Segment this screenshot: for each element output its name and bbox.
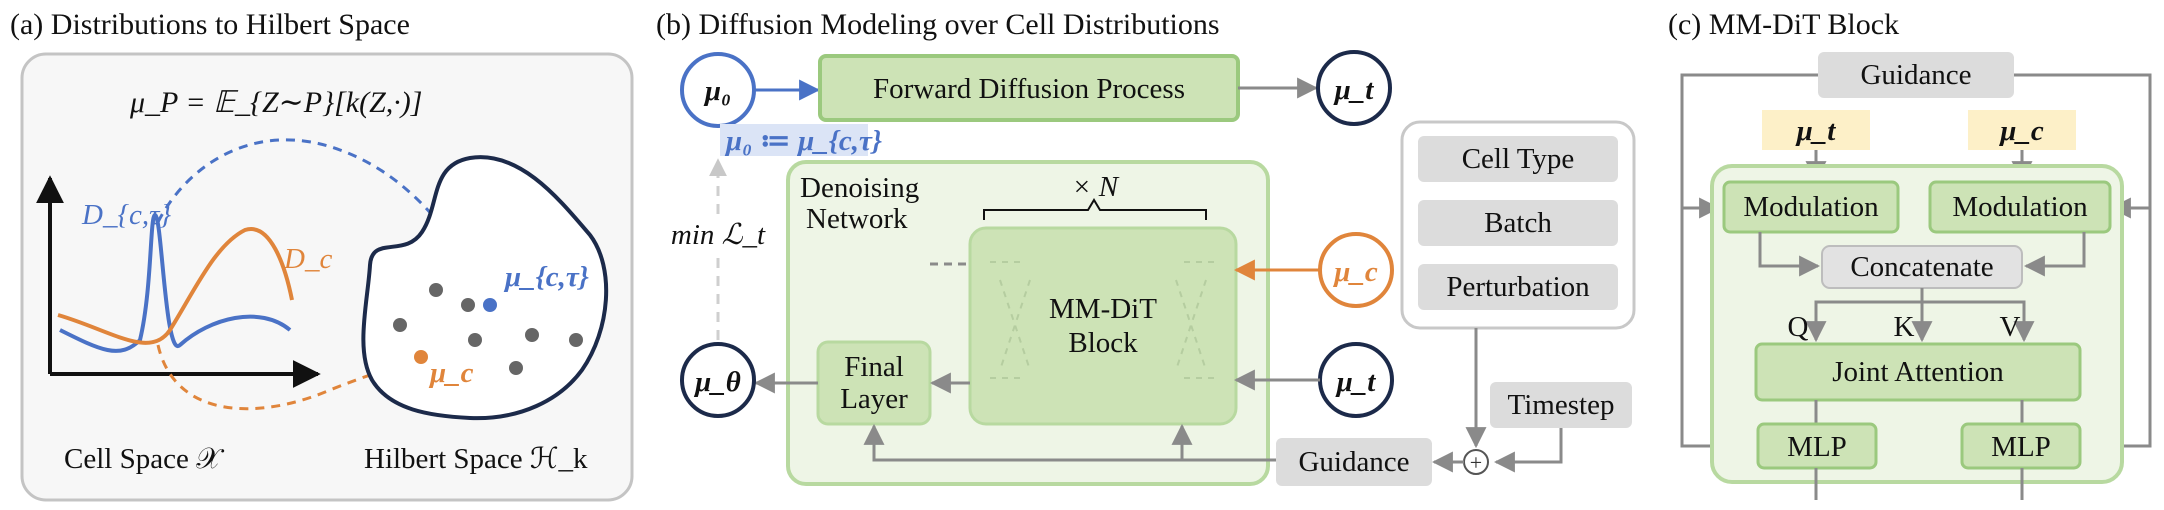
point-mu-c (414, 350, 428, 364)
curve-d-c-tau (59, 212, 292, 353)
cond-batch-box (1418, 200, 1618, 246)
guidance-box-c (1818, 52, 2014, 98)
concatenate-label: Concatenate (1850, 251, 1993, 283)
map-arrow-blue (156, 138, 485, 298)
node-mut-top-label: μ_t (1333, 74, 1375, 106)
hilbert-space-label: Hilbert Space ℋ_k (364, 443, 588, 475)
input-mu-c: μ_c (1998, 115, 2044, 147)
mmdit-label-2: Block (1068, 327, 1138, 359)
label-k: K (1894, 311, 1915, 343)
forward-diffusion-label: Forward Diffusion Process (873, 73, 1185, 105)
cell-space-label: Cell Space 𝒳 (64, 443, 225, 475)
joint-attention-label: Joint Attention (1832, 356, 2004, 388)
node-mu0-label: μ₀ (703, 75, 731, 107)
node-mu-c-label: μ_c (1332, 256, 1378, 288)
label-d-c-tau: D_{c,τ} (81, 199, 172, 231)
label-q: Q (1788, 311, 1809, 343)
cond-batch: Batch (1484, 207, 1552, 239)
final-layer-label-1: Final (844, 351, 904, 383)
node-mut-top (1316, 50, 1392, 126)
label-d-c: D_c (283, 243, 332, 275)
node-mu-theta (680, 342, 756, 418)
loss-label: min ℒ_t (671, 219, 766, 251)
input-mu-t: μ_t (1795, 115, 1837, 147)
denoising-label-2: Network (806, 203, 908, 235)
label-v: V (2000, 311, 2021, 343)
modulation-left-box (1722, 180, 1900, 234)
guidance-label-b: Guidance (1298, 446, 1409, 478)
timestep-box (1490, 382, 1632, 428)
arrow-modr-concat (2023, 232, 2086, 277)
repeat-brace (983, 198, 1207, 220)
joint-attention-box (1754, 342, 2082, 402)
plus-label: + (1470, 450, 1482, 475)
kme-formula: μ_P = 𝔼_{Z∼P}[k(Z,·)] (129, 86, 422, 119)
repeat-label: × N (1072, 171, 1120, 203)
final-layer-label-2: Layer (840, 383, 908, 415)
guidance-label-c: Guidance (1860, 59, 1971, 91)
denoising-label-1: Denoising (800, 172, 919, 204)
mlp-right: MLP (1991, 431, 2051, 463)
timestep-label: Timestep (1508, 389, 1615, 421)
node-mu-t-label: μ_t (1335, 366, 1377, 398)
guidance-box-b (1276, 438, 1432, 486)
arrow-timestep-plus (1493, 428, 1563, 473)
point-mu-c-tau (483, 298, 497, 312)
panel-a-title: (a) Distributions to Hilbert Space (10, 8, 410, 41)
modulation-right-box (1928, 180, 2112, 234)
input-mu-t-box (1762, 110, 1870, 150)
node-mu-theta-label: μ_θ (693, 366, 741, 398)
modulation-left: Modulation (1743, 191, 1879, 223)
mmdit-label-1: MM-DiT (1049, 293, 1157, 325)
modulation-right: Modulation (1952, 191, 2088, 223)
mlp-left: MLP (1787, 431, 1847, 463)
map-arrow-orange (156, 344, 421, 411)
cond-cell-type: Cell Type (1462, 143, 1575, 175)
cond-perturbation-box (1418, 264, 1618, 310)
input-mu-c-box (1968, 110, 2076, 150)
curve-d-c (57, 227, 294, 345)
loss-bg (668, 214, 768, 254)
mmdit-block (968, 226, 1238, 426)
panel-c-title: (c) MM-DiT Block (1668, 8, 1899, 41)
panel-b-title: (b) Diffusion Modeling over Cell Distrib… (656, 8, 1220, 41)
mu0-definition: μ₀ ≔ μ_{c,τ} (724, 125, 882, 157)
arrow-v (1922, 300, 2035, 343)
mmdit-block-internals (990, 261, 1216, 379)
mu0-definition-badge (720, 124, 868, 156)
cond-cell-type-box (1418, 136, 1618, 182)
arrow-guidance-final (863, 423, 1276, 462)
label-mu-c: μ_c (428, 357, 474, 389)
cond-perturbation: Perturbation (1446, 271, 1590, 303)
embedding-points (393, 283, 583, 375)
label-mu-c-tau: μ_{c,τ} (503, 261, 589, 293)
arrow-modl-concat (1758, 232, 1821, 277)
